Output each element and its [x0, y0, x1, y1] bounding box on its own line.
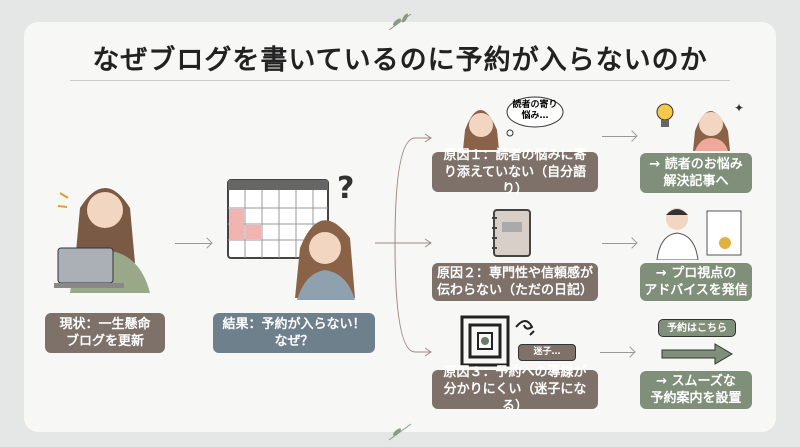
maze-icon	[460, 315, 535, 367]
woman-laptop-illustration	[54, 188, 150, 293]
page-title: なぜブログを書いているのに予約が入らないのか	[92, 45, 708, 76]
diary-notebook-icon	[492, 209, 531, 257]
lost-tag: 迷子…	[518, 344, 576, 361]
infographic-card	[24, 22, 776, 432]
current-state-box: 現状：一生懸命ブログを更新	[45, 313, 165, 353]
lightbulb-smiling-woman-illustration: ✦	[656, 101, 744, 151]
worried-woman-illustration	[463, 96, 564, 150]
leaf-icon	[388, 13, 412, 31]
arrow	[602, 136, 636, 137]
arrow	[175, 243, 211, 244]
title-divider	[70, 80, 730, 81]
cause-3-box: 原因３：予約への導線が分かりにくい（迷子になる）	[432, 365, 598, 414]
cause-1-box: 原因１：読者の悩みに寄り添えていない（自分語り）	[432, 148, 598, 197]
cause-2-box: 原因２：専門性や信頼感が伝わらない（ただの日記）	[432, 263, 598, 301]
reserve-here-button[interactable]: 予約はこちら	[658, 319, 736, 337]
result-box: 結果：予約が入らない！なぜ？	[213, 313, 375, 353]
professional-certificate-illustration	[656, 208, 742, 260]
leaf-icon	[388, 423, 412, 441]
arrow	[600, 352, 634, 353]
solution-1-box: → 読者のお悩み解決記事へ	[640, 153, 752, 193]
thought-bubble-text: 読者の寄り悩み…	[512, 100, 558, 121]
svg-text:✦: ✦	[734, 101, 744, 115]
right-arrow-icon	[661, 343, 733, 365]
branch-connector	[375, 133, 432, 357]
svg-text:?: ?	[337, 171, 354, 206]
calendar-confused-woman-illustration: ?	[227, 171, 355, 300]
arrow	[602, 243, 636, 244]
solution-2-box: → プロ視点のアドバイスを発信	[640, 263, 752, 301]
solution-3-box: → スムーズな予約案内を設置	[640, 371, 752, 409]
